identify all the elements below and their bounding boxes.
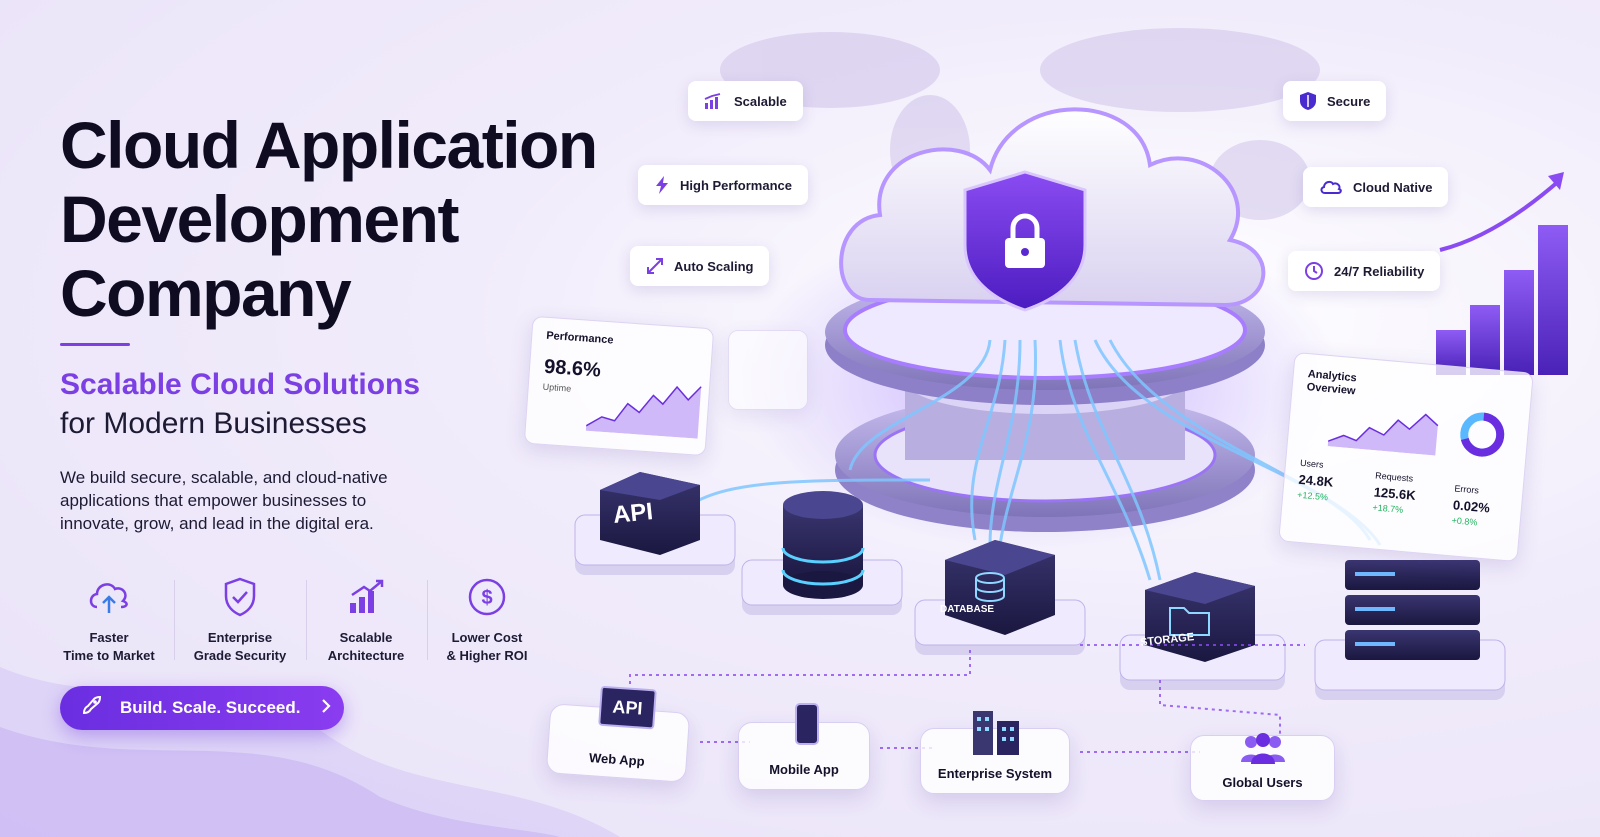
rocket-icon (80, 695, 102, 722)
database-cylinder-icon (741, 491, 903, 615)
badge-cloud-native: Cloud Native (1303, 167, 1449, 207)
client-web-app: API Web App (545, 685, 691, 783)
build-scale-succeed-button[interactable]: Build. Scale. Succeed. (60, 686, 344, 730)
requests-delta: +18.7% (1372, 502, 1404, 515)
badge-auto-scaling: Auto Scaling (630, 246, 770, 286)
analytics-area-chart (1327, 413, 1439, 456)
badge-high-performance: High Performance (638, 165, 808, 205)
title-divider (60, 343, 130, 346)
chevron-right-icon (320, 698, 332, 719)
performance-title: Performance (545, 329, 614, 347)
users-label: Users (1299, 457, 1324, 470)
global-users-label: Global Users (1222, 775, 1303, 790)
badge-scalable: Scalable (688, 81, 803, 121)
badge-label: High Performance (680, 177, 792, 193)
title-line-3: Company (60, 256, 352, 330)
feature-divider (427, 580, 428, 660)
badge-label: Cloud Native (1353, 179, 1433, 195)
hero-description: We build secure, scalable, and cloud-nat… (60, 468, 388, 533)
client-global-users: Global Users (1190, 733, 1335, 801)
donut-chart-icon (1460, 412, 1505, 457)
feature-label-line1: Scalable (339, 630, 393, 645)
expand-arrows-icon (647, 258, 663, 274)
cloud-icon (1320, 180, 1342, 194)
badge-label: Auto Scaling (674, 258, 754, 274)
analytics-title: Analytics Overview (1306, 368, 1357, 398)
mobile-app-label: Mobile App (769, 762, 839, 777)
folder-icon (1169, 607, 1210, 636)
feature-divider (174, 580, 175, 660)
client-enterprise-system: Enterprise System (920, 711, 1070, 794)
storage-box (1119, 572, 1286, 690)
badge-label: Scalable (734, 93, 787, 109)
users-delta: +12.5% (1296, 489, 1329, 503)
badge-reliability: 24/7 Reliability (1288, 251, 1441, 291)
requests-label: Requests (1374, 470, 1414, 484)
laptop-screen-label: API (611, 696, 644, 719)
feature-security: Enterprise Grade Security (181, 575, 299, 665)
code-panel (728, 330, 808, 410)
title-line-2: Development (60, 182, 459, 256)
api-block-label: API (611, 497, 655, 530)
subtitle: for Modern Businesses (60, 407, 367, 440)
growth-chart-icon (307, 575, 425, 619)
errors-label: Errors (1454, 483, 1480, 496)
errors-value: 0.02% (1452, 497, 1491, 516)
mobile-phone-icon (795, 703, 819, 745)
users-value: 24.8K (1298, 471, 1334, 490)
feature-label-line2: Architecture (327, 648, 405, 663)
page-title: Cloud Application Development Company (60, 108, 660, 330)
feature-label-line1: Lower Cost (451, 630, 523, 645)
lock-shield-icon (963, 170, 1087, 312)
cloud-upload-icon (50, 575, 168, 619)
shield-icon (1300, 92, 1316, 110)
performance-area-chart (585, 385, 702, 439)
users-group-icon (1241, 733, 1285, 764)
feature-label-line1: Enterprise (207, 630, 273, 645)
badge-label: 24/7 Reliability (1334, 263, 1425, 279)
errors-delta: +0.8% (1451, 515, 1478, 528)
bar-chart-icon (704, 93, 721, 109)
dollar-icon: $ (428, 575, 546, 619)
laptop-icon: API (598, 685, 657, 730)
client-mobile-app: Mobile App (738, 703, 870, 790)
clock-icon (1305, 262, 1323, 280)
database-box (914, 540, 1086, 655)
feature-label-line1: Faster (89, 630, 129, 645)
lightning-icon (656, 176, 668, 194)
database-label: DATABASE (940, 604, 995, 615)
feature-label-line2: Time to Market (63, 648, 155, 663)
shield-check-icon (181, 575, 299, 619)
subtitle-accent: Scalable Cloud Solutions (60, 368, 421, 401)
badge-secure: Secure (1283, 81, 1387, 121)
feature-architecture: Scalable Architecture (307, 575, 425, 665)
cta-label: Build. Scale. Succeed. (120, 698, 301, 717)
feature-time-to-market: Faster Time to Market (50, 575, 168, 665)
feature-label-line2: Grade Security (193, 648, 287, 663)
feature-divider (306, 580, 307, 660)
performance-panel: Performance 98.6% Uptime (523, 315, 715, 457)
uptime-caption: Uptime (542, 381, 572, 394)
requests-value: 125.6K (1373, 484, 1417, 503)
enterprise-system-label: Enterprise System (937, 766, 1053, 781)
svg-text:$: $ (481, 587, 492, 609)
server-rack-icon (1314, 560, 1506, 700)
feature-label-line2: & Higher ROI (446, 648, 528, 663)
growth-bars-icon (1436, 172, 1568, 375)
analytics-panel: Analytics Overview Users 24.8K +12.5% Re… (1278, 351, 1534, 563)
badge-label: Secure (1327, 93, 1371, 109)
api-block (574, 472, 736, 575)
feature-roi: $ Lower Cost & Higher ROI (428, 575, 546, 665)
title-line-1: Cloud Application (60, 108, 598, 182)
office-building-icon (973, 711, 1019, 755)
web-app-label: Web App (588, 750, 646, 769)
